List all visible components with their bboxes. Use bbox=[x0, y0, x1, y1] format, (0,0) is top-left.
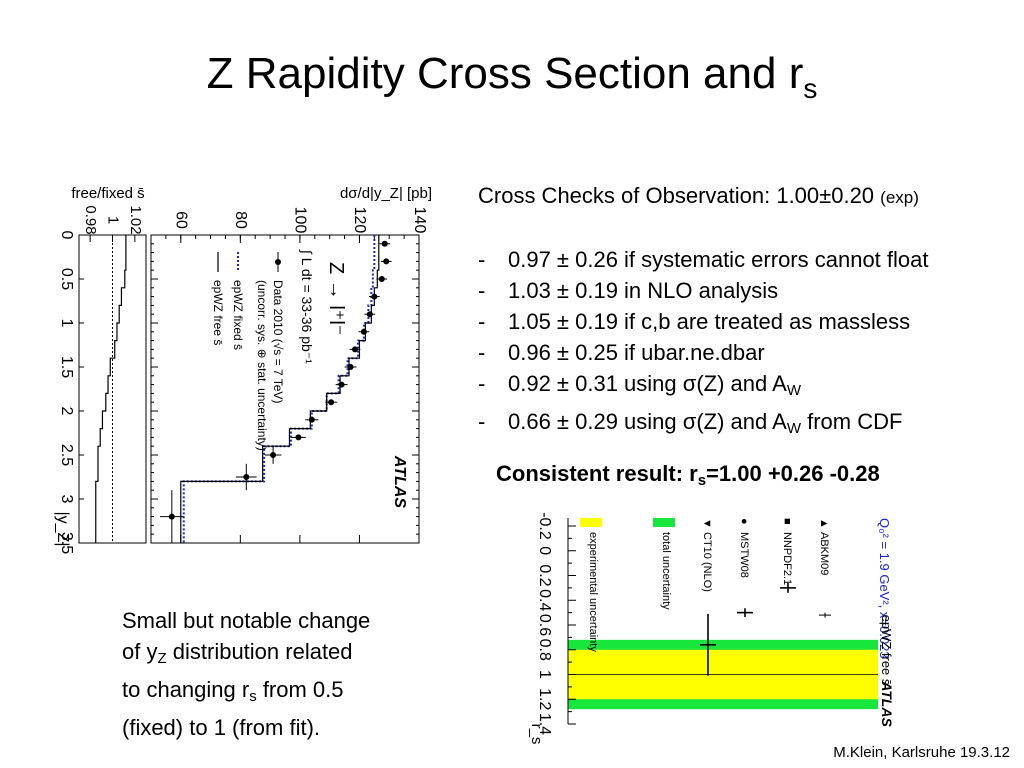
data-point bbox=[168, 513, 175, 520]
data-point bbox=[347, 364, 354, 370]
rapidity-tick-label: 1 bbox=[58, 319, 75, 328]
series-line-dotted bbox=[182, 235, 376, 543]
legend-label: experimental uncertainty bbox=[587, 532, 599, 652]
rs-tick-label: -0.2 bbox=[536, 512, 553, 540]
data-point bbox=[295, 434, 302, 441]
rapidity-axis-title: |y_Z| bbox=[54, 512, 71, 547]
rapidity-tick-label: 1.5 bbox=[58, 356, 75, 378]
xsec-tick-label: 140 bbox=[411, 207, 428, 234]
legend-label: NNPDF2.1 bbox=[781, 532, 793, 585]
ratio-tick-label: 0.98 bbox=[82, 205, 99, 234]
legend-total-swatch bbox=[653, 518, 675, 527]
rs-tick-label: 1.4 bbox=[536, 713, 553, 735]
slide-title: Z Rapidity Cross Section and rs bbox=[206, 49, 818, 104]
rs-tick-label: 1 bbox=[536, 670, 553, 679]
rapidity-note: Small but notable change of yZ distribut… bbox=[122, 608, 371, 740]
rs-tick-label: 0.2 bbox=[536, 564, 553, 586]
legend-data-sublabel: (uncorr. sys. ⊕ stat. uncertainty) bbox=[255, 280, 269, 451]
rapidity-annotations: Z → l⁺l⁻ ∫ L dt = 33-36 pb⁻¹ Data 2010 (√s… bbox=[211, 249, 347, 451]
data-point bbox=[383, 258, 390, 265]
data-point bbox=[381, 240, 388, 247]
xsec-tick-label: 120 bbox=[351, 207, 368, 234]
rapidity-tick-label: 0 bbox=[58, 231, 75, 240]
rs-tick-label: 0.4 bbox=[536, 589, 553, 611]
data-point bbox=[328, 399, 335, 406]
legend-label: ABKM09 bbox=[818, 532, 830, 575]
cross-check-item: -1.03 ± 0.19 in NLO analysis bbox=[478, 278, 779, 303]
ratio-axis-title: free/fixed s̄ bbox=[71, 185, 144, 202]
rs-tick-label: 0 bbox=[536, 546, 553, 555]
atlas-label: ATLAS bbox=[391, 455, 408, 508]
ratio-tick-label: 1 bbox=[105, 216, 122, 224]
data-point bbox=[270, 452, 277, 458]
legend-data-label: Data 2010 (√s = 7 TeV) bbox=[271, 280, 285, 403]
slide-footer: M.Klein, Karlsruhe 19.3.12 bbox=[833, 744, 1010, 761]
cross-check-item: -1.05 ± 0.19 if c,b are treated as massl… bbox=[478, 309, 911, 334]
lumi-label: ∫ L dt = 33-36 pb⁻¹ bbox=[299, 249, 315, 364]
rapidity-tick-label: 0.5 bbox=[58, 268, 75, 290]
rapidity-tick-label: 3 bbox=[58, 495, 75, 504]
rs-tick-label: 0.6 bbox=[536, 614, 553, 636]
rs-legend: Q₀² = 1.9 GeV², x=0.023 ▲ ABKM09 ■ NNPDF2.1 ●… bbox=[580, 518, 892, 659]
band-label: epWZ free s̄ bbox=[879, 615, 894, 686]
consistent-result: Consistent result: rs=1.00 +0.26 -0.28 bbox=[496, 461, 880, 489]
cross-check-item: -0.66 ± 0.29 using σ(Z) and AW from CDF bbox=[478, 409, 903, 437]
rs-tick-label: 0.8 bbox=[536, 639, 553, 661]
data-point bbox=[351, 346, 358, 353]
data-point bbox=[366, 311, 373, 318]
ratio-tick-label: 1.02 bbox=[127, 205, 144, 234]
rapidity-tick-label: 3.5 bbox=[58, 532, 75, 554]
legend-marker-icon: ■ bbox=[781, 518, 793, 525]
rs-axis-title: r_s bbox=[528, 724, 545, 745]
xsec-axis-title: dσ/d|y_Z| [pb] bbox=[340, 185, 432, 202]
data-point bbox=[360, 328, 367, 335]
data-point bbox=[308, 416, 315, 423]
rs-header: Q₀² = 1.9 GeV², x=0.023 bbox=[877, 518, 892, 659]
rs-comparison-chart: -0.2 0 0.2 0.4 0.6 0.8 1 1.2 1.4r_s Q₀² = 1.9 GeV… bbox=[528, 512, 905, 744]
data-point bbox=[338, 381, 345, 388]
legend-marker-icon: ▼ bbox=[701, 518, 713, 529]
cross-check-item: -0.97 ± 0.26 if systematic errors cannot… bbox=[478, 247, 929, 272]
rapidity-distribution-chart: 0 0.5 1 1.5 2 2.5 3 3.5|y_Z| 60 80 100 120 140 dσ/d|y… bbox=[54, 185, 432, 554]
data-point bbox=[378, 276, 385, 282]
series-line-solid bbox=[180, 235, 380, 543]
rs-atlas-label: ATLAS bbox=[879, 680, 895, 727]
channel-label: Z → l⁺l⁻ bbox=[325, 262, 347, 335]
legend-free-label: epWZ free s̄ bbox=[211, 280, 225, 345]
legend-label: total uncertainty bbox=[660, 532, 672, 610]
legend-label: CT10 (NLO) bbox=[701, 532, 713, 592]
legend-exp-swatch bbox=[580, 518, 602, 527]
xsec-tick-label: 100 bbox=[292, 207, 309, 234]
legend-fixed-label: epWZ fixed s̄ bbox=[231, 280, 245, 350]
ratio-line bbox=[95, 235, 127, 543]
legend-marker-icon: ● bbox=[738, 518, 750, 525]
cross-check-item: -0.96 ± 0.25 if ubar.ne.dbar bbox=[478, 340, 765, 365]
rs-tick-label: 1.2 bbox=[536, 688, 553, 710]
cross-checks-heading: Cross Checks of Observation: 1.00±0.20 (… bbox=[478, 183, 919, 208]
rapidity-tick-label: 2.5 bbox=[58, 444, 75, 466]
cross-check-item: -0.92 ± 0.31 using σ(Z) and AW bbox=[478, 371, 801, 399]
cross-checks-block: Cross Checks of Observation: 1.00±0.20 (… bbox=[478, 180, 929, 444]
data-point bbox=[243, 474, 250, 480]
xsec-tick-label: 80 bbox=[232, 211, 249, 229]
rapidity-tick-label: 2 bbox=[58, 407, 75, 416]
xsec-tick-label: 60 bbox=[173, 211, 190, 229]
legend-marker-icon: ▲ bbox=[818, 518, 830, 529]
data-point bbox=[371, 293, 378, 300]
legend-label: MSTW08 bbox=[738, 532, 750, 578]
